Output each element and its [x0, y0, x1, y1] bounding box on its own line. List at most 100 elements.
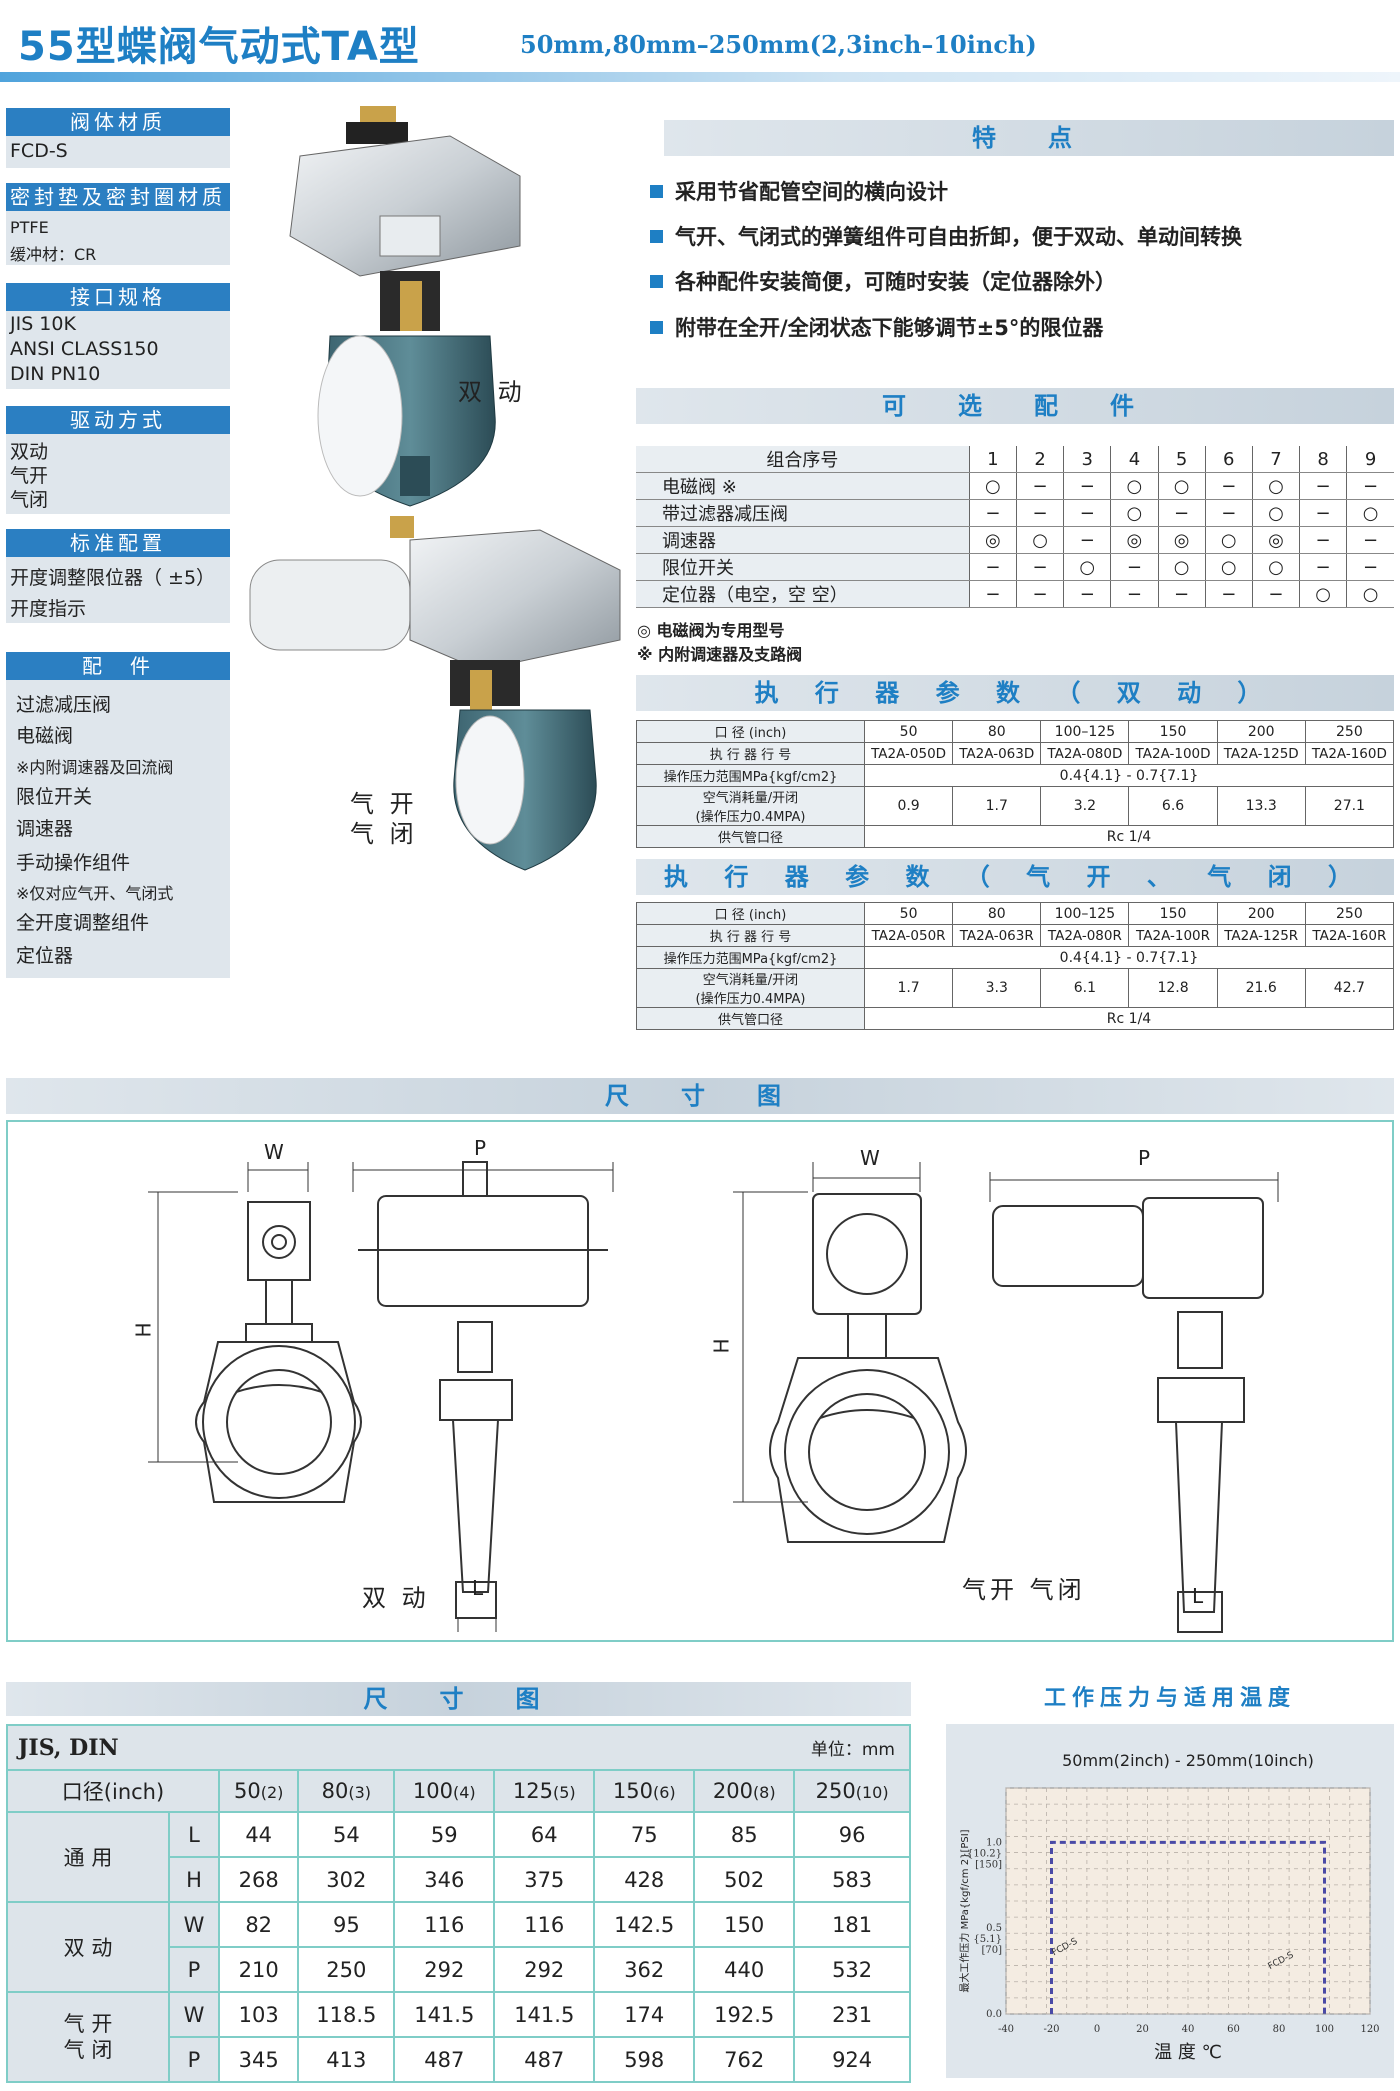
size-250: 250(10): [793, 1769, 911, 1813]
dim-cell: 82: [217, 1901, 300, 1948]
option-cell: −: [1110, 580, 1158, 608]
dim-label-l-2: L: [1192, 1584, 1204, 1608]
dimension-drawings: [148, 1161, 1279, 1633]
parts-item-3: ※内附调速器及回流阀: [16, 758, 174, 777]
dimension-drawing-panel: W P H L 双 动 W P H L 气开 气闭: [6, 1120, 1394, 1642]
option-label-speed-controller: 调速器: [636, 526, 970, 554]
x-tick-label: -20: [1043, 2024, 1059, 2035]
option-cell: −: [1157, 580, 1206, 608]
dim-cell: 54: [297, 1811, 396, 1858]
options-number: 7: [1251, 446, 1300, 473]
options-header-label: 组合序号: [636, 446, 970, 473]
dimension-size-label: 口径(inch): [6, 1769, 220, 1813]
size-inch: (2): [260, 1783, 284, 1802]
x-axis-label: 温 度 ℃: [1154, 2042, 1222, 2063]
dim-cell: 502: [693, 1856, 796, 1903]
option-label-solenoid: 电磁阀 ※: [636, 472, 970, 500]
air-cell: 42.7: [1304, 968, 1395, 1008]
drawing-single-front: [733, 1162, 967, 1543]
model-cell: TA2A-063R: [952, 924, 1042, 947]
parts-box: [6, 680, 230, 978]
option-cell: −: [1299, 553, 1347, 581]
option-cell: ○: [1204, 553, 1253, 581]
pressure-cell: 0.4{4.1} - 0.7{7.1}: [864, 764, 1394, 787]
model-cell: TA2A-125R: [1216, 924, 1306, 947]
air-cell: 0.9: [863, 786, 954, 826]
option-cell: −: [1299, 499, 1347, 527]
size-cell: 250: [1304, 902, 1395, 925]
page-header: 55型蝶阀气动式TA型 50mm,80mm–250mm(2,3inch–10in…: [0, 0, 1400, 84]
dim-cell: 924: [793, 2036, 911, 2083]
row-key: W: [168, 1991, 220, 2038]
photo-label-close: 气 闭: [350, 820, 418, 848]
standard-value-1: 开度调整限位器（ ±5）: [10, 567, 216, 589]
option-cell: ○: [1299, 580, 1347, 608]
size-125: 125(5): [493, 1769, 596, 1813]
pressure-cell: 0.4{4.1} - 0.7{7.1}: [864, 946, 1394, 969]
dim-cell: 141.5: [393, 1991, 496, 2038]
size-cell: 200: [1216, 902, 1306, 925]
option-cell: −: [968, 499, 1017, 527]
model-cell: TA2A-100D: [1128, 742, 1218, 765]
size-50: 50(2): [217, 1769, 300, 1813]
option-cell: ○: [1251, 499, 1300, 527]
option-cell: ○: [1110, 499, 1158, 527]
table-row: 口 径 (inch) 50 80 100–125 150 200 250: [636, 902, 1395, 925]
size-mm: 50: [233, 1779, 261, 1803]
model-label: 执 行 器 行 号: [636, 742, 865, 765]
air-cell: 27.1: [1304, 786, 1395, 826]
table-row: 调速器 ◎ ○ − ◎ ◎ ○ ◎ − −: [636, 526, 1394, 554]
option-cell: ○: [1157, 553, 1206, 581]
parts-item-5: 调速器: [16, 818, 74, 840]
air-cell: 6.1: [1040, 968, 1130, 1008]
option-cell: −: [968, 553, 1017, 581]
size-mm: 80: [321, 1779, 349, 1803]
size-mm: 125: [512, 1779, 553, 1803]
valve-photo-single-acting: [249, 516, 621, 871]
dim-cell: 95: [297, 1901, 396, 1948]
model-cell: TA2A-160R: [1304, 924, 1395, 947]
option-label-positioner: 定位器（电空，空 空）: [636, 580, 970, 608]
size-cell: 100–125: [1040, 902, 1130, 925]
drawing-single-side: [989, 1172, 1279, 1633]
options-number: 3: [1063, 446, 1111, 473]
dim-cell: 174: [593, 1991, 696, 2038]
air-label-line: 空气消耗量/开闭: [702, 791, 799, 806]
dim-cell: 44: [217, 1811, 300, 1858]
connection-value-1: JIS 10K: [10, 313, 76, 335]
drawing-caption-single: 气开 气闭: [962, 1576, 1086, 1604]
dim-cell: 116: [493, 1901, 596, 1948]
seal-material-value-2: 缓冲材：CR: [10, 245, 97, 264]
drive-title: 驱动方式: [6, 406, 230, 434]
dim-label-w-1: W: [264, 1140, 284, 1164]
option-cell: −: [1015, 553, 1064, 581]
model-cell: TA2A-125D: [1216, 742, 1306, 765]
dim-cell: 345: [217, 2036, 300, 2083]
dim-cell: 59: [393, 1811, 496, 1858]
size-80: 80(3): [297, 1769, 396, 1813]
option-cell: −: [1299, 526, 1347, 554]
y-tick-label: [150]: [975, 1859, 1002, 1870]
option-cell: −: [1299, 472, 1347, 500]
option-cell: −: [1015, 580, 1064, 608]
standard-box: [6, 557, 230, 623]
option-cell: ○: [1015, 526, 1064, 554]
drive-box: [6, 434, 230, 514]
chart-subtitle: 50mm(2inch) - 250mm(10inch): [1062, 1751, 1314, 1770]
body-material-title: 阀体材质: [6, 108, 230, 136]
size-cell: 200: [1216, 720, 1306, 743]
feature-item-2: 气开、气闭式的弹簧组件可自由折卸，便于双动、单动间转换: [650, 221, 1242, 251]
row-key: L: [168, 1811, 220, 1858]
option-cell: −: [1015, 499, 1064, 527]
row-key: P: [168, 2036, 220, 2083]
option-cell: ◎: [1157, 526, 1206, 554]
model-cell: TA2A-100R: [1128, 924, 1218, 947]
option-cell: ◎: [1110, 526, 1158, 554]
dim-label-w-2: W: [860, 1146, 880, 1170]
size-inch: (4): [452, 1783, 476, 1802]
dim-cell: 150: [693, 1901, 796, 1948]
air-cell: 13.3: [1216, 786, 1306, 826]
dim-cell: 118.5: [297, 1991, 396, 2038]
model-cell: TA2A-063D: [952, 742, 1042, 765]
dim-cell: 762: [693, 2036, 796, 2083]
